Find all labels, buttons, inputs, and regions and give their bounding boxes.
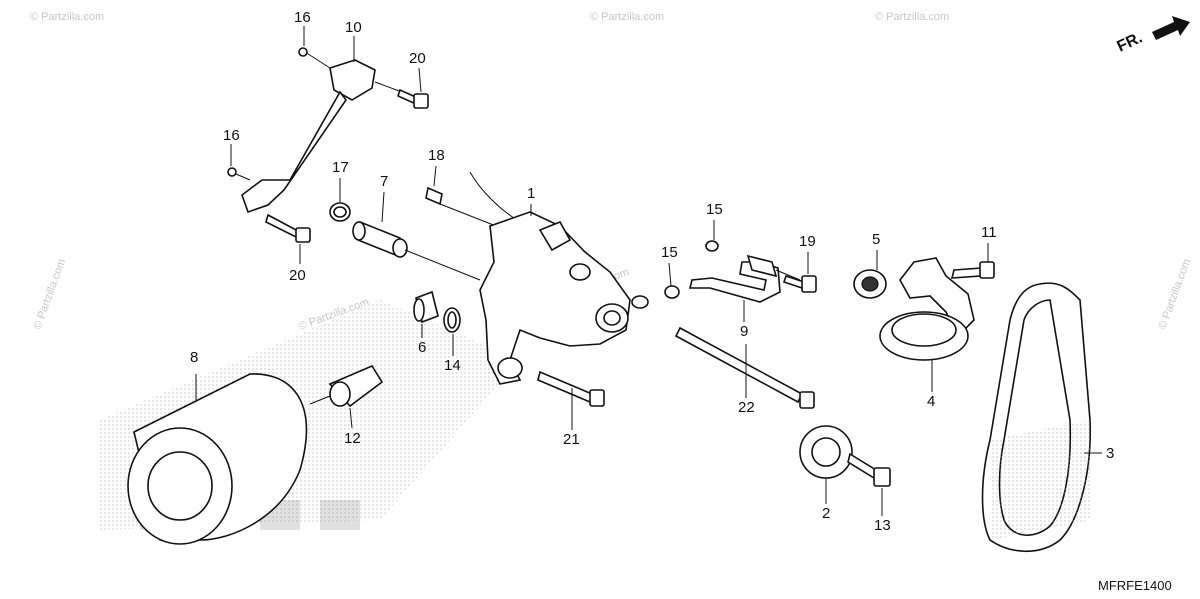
- callout-21: 21: [563, 431, 580, 448]
- callout-4: 4: [927, 393, 935, 410]
- callout-18: 18: [428, 147, 445, 164]
- callout-2: 2: [822, 505, 830, 522]
- filter-stud: [309, 364, 384, 408]
- oil-pipe: [664, 240, 817, 303]
- callout-9: 9: [740, 323, 748, 340]
- callout-19: 19: [799, 233, 816, 250]
- drive-chain: [981, 282, 1092, 552]
- sprocket: [799, 425, 891, 487]
- direction-marker: FR.: [1115, 16, 1190, 56]
- callout-12: 12: [344, 430, 361, 447]
- callout-15: 15: [661, 244, 678, 261]
- callout-15: 15: [706, 201, 723, 218]
- oil-pump: [469, 171, 649, 385]
- callout-16: 16: [223, 127, 240, 144]
- watermark: © Partzilla.com: [1157, 257, 1194, 331]
- pump-bolt: [537, 370, 605, 407]
- callout-11: 11: [981, 224, 997, 241]
- callout-13: 13: [874, 517, 891, 534]
- callout-1: 1: [527, 185, 535, 202]
- callout-20: 20: [289, 267, 306, 284]
- bracket-assembly: [227, 47, 429, 243]
- spacer-and-ring: [413, 290, 461, 333]
- callout-7: 7: [380, 173, 388, 190]
- callout-14: 14: [444, 357, 461, 374]
- callout-16: 16: [294, 9, 311, 26]
- long-bolt: [674, 326, 815, 409]
- callout-labels: 16 10 20 16 20 17 7 18 1 15 15 19 9 5 11…: [190, 9, 1114, 534]
- oil-strainer: [853, 257, 995, 361]
- arrow-icon: [1152, 16, 1190, 40]
- callout-5: 5: [872, 231, 880, 248]
- direction-label: FR.: [1115, 29, 1146, 55]
- callout-22: 22: [738, 399, 755, 416]
- callout-10: 10: [345, 19, 362, 36]
- watermark: © Partzilla.com: [590, 11, 664, 23]
- watermark: © Partzilla.com: [875, 11, 949, 23]
- watermark: © Partzilla.com: [30, 11, 104, 23]
- diagram-code: MFRFE1400: [1098, 578, 1172, 593]
- callout-3: 3: [1106, 445, 1114, 462]
- leader-lines: [230, 26, 1102, 516]
- oil-filter: [127, 373, 308, 545]
- watermark: © Partzilla.com: [32, 257, 69, 331]
- callout-20: 20: [409, 50, 426, 67]
- collars-and-rings: [329, 186, 497, 281]
- callout-17: 17: [332, 159, 349, 176]
- callout-8: 8: [190, 349, 198, 366]
- callout-6: 6: [418, 339, 426, 356]
